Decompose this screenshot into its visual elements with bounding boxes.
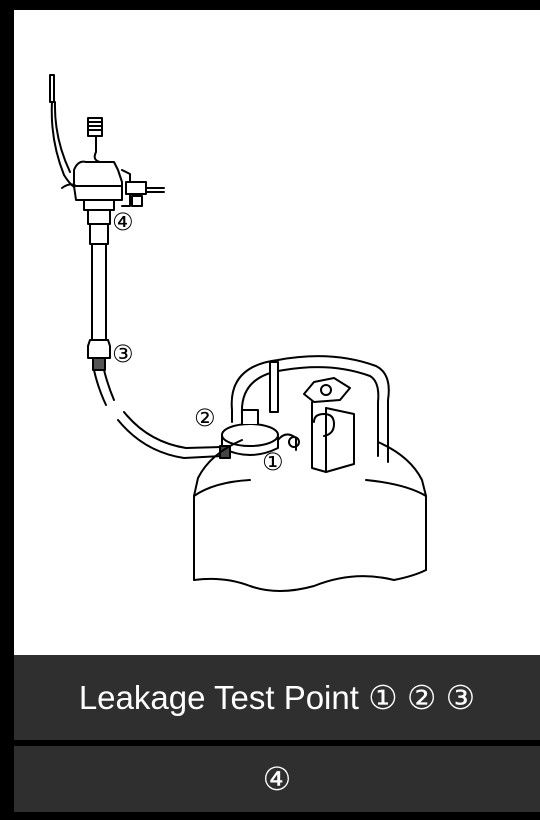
caption-bar-top: Leakage Test Point ① ② ③ bbox=[14, 655, 540, 740]
caption-line-1: Leakage Test Point ① ② ③ bbox=[78, 679, 476, 716]
cylinder-collar bbox=[230, 355, 390, 473]
callout-1: ① bbox=[262, 448, 284, 476]
diagram-area: ④ ③ ② ① bbox=[14, 10, 540, 655]
regulator bbox=[219, 409, 300, 459]
caption-line-2: ④ bbox=[262, 761, 292, 797]
cylinder-body bbox=[193, 439, 427, 592]
callout-4: ④ bbox=[112, 208, 134, 236]
gas-control-valve bbox=[61, 117, 165, 225]
caption-divider bbox=[0, 740, 540, 746]
caption-bar-bottom: ④ bbox=[14, 746, 540, 812]
gas-cylinder-diagram bbox=[49, 74, 427, 592]
supply-hose bbox=[87, 223, 223, 459]
callout-3: ③ bbox=[112, 340, 134, 368]
callout-2: ② bbox=[194, 404, 216, 432]
